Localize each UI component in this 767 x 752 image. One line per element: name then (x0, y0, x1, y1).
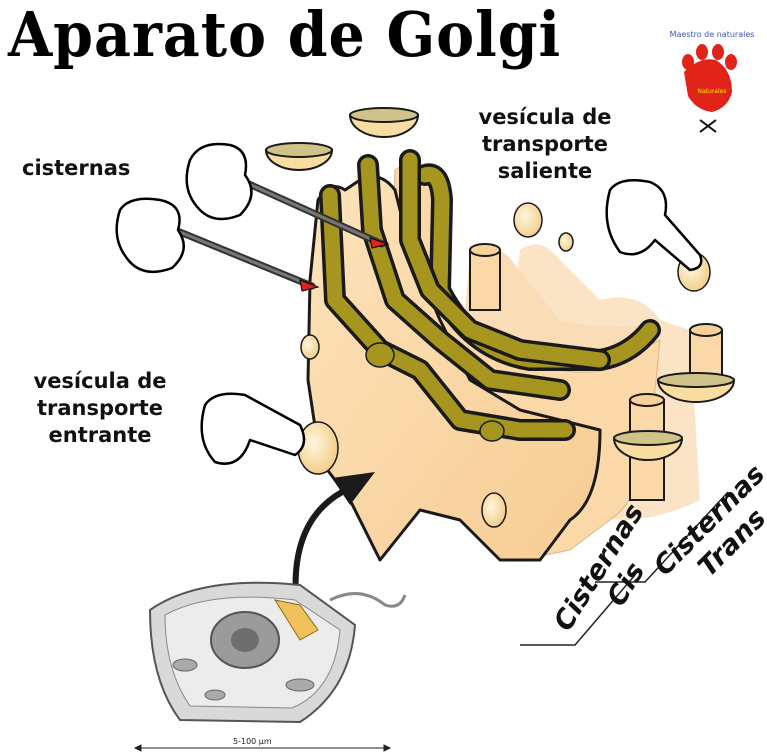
scale-bar-label: 5-100 µm (233, 737, 272, 746)
label-vesicula-saliente: vesícula de transporte saliente (465, 104, 625, 185)
cell-diagram (150, 583, 405, 722)
logo-arc-text: Maestro de naturales (662, 30, 762, 39)
logo-badge-text: Naturales (692, 88, 732, 95)
label-cisternas: cisternas (22, 155, 130, 182)
label-vesicula-entrante: vesícula de transporte entrante (20, 368, 180, 449)
